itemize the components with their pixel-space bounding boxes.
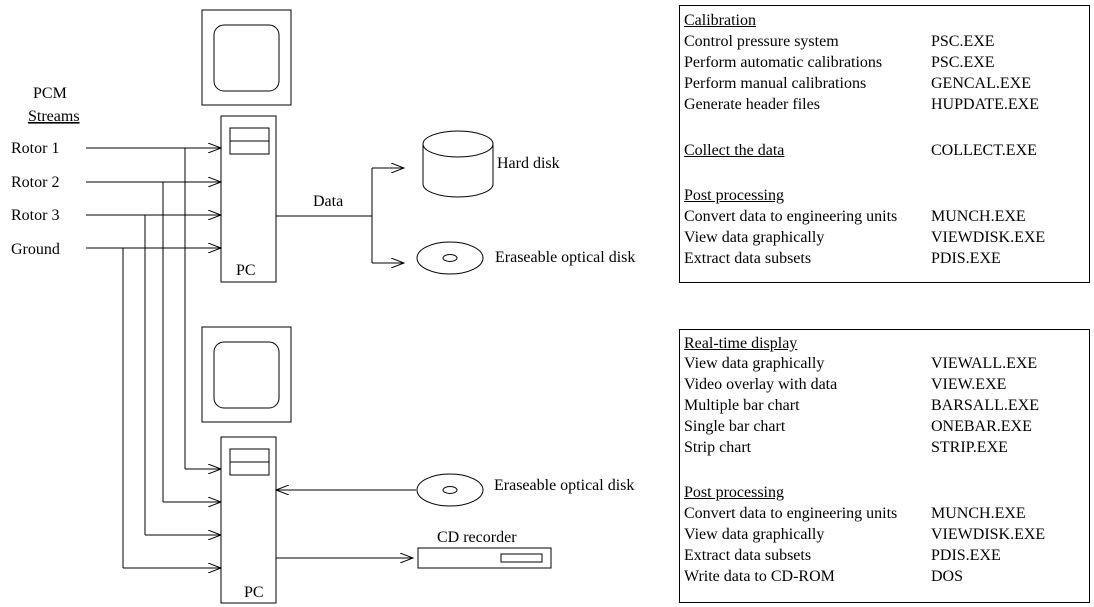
top-optical-disk-icon: [416, 241, 484, 275]
top-pc-label: PC: [236, 262, 256, 279]
task-label: Video overlay with data: [684, 376, 838, 393]
program-row: Perform automatic calibrations PSC.EXE: [684, 53, 1084, 73]
program-row: Convert data to engineering units MUNCH.…: [684, 504, 1084, 524]
program-name: DOS: [931, 568, 964, 585]
program-row: Single bar chart ONEBAR.EXE: [684, 417, 1084, 437]
task-label: Generate header files: [684, 96, 820, 113]
task-label: View data graphically: [684, 526, 825, 543]
section-header-collect: Collect the data: [684, 142, 785, 159]
bottom-pc-tower-icon: [220, 436, 277, 604]
bottom-pc-label: PC: [244, 584, 264, 601]
program-row: Generate header files HUPDATE.EXE: [684, 95, 1084, 115]
bottom-program-box: Real-time display View data graphically …: [679, 329, 1090, 603]
program-name: VIEWALL.EXE: [931, 355, 1038, 372]
program-name: STRIP.EXE: [931, 439, 1008, 456]
program-row: View data graphically VIEWALL.EXE: [684, 354, 1084, 374]
section-header-real-time-display: Real-time display: [684, 335, 798, 352]
program-row: Control pressure system PSC.EXE: [684, 32, 1084, 52]
stream-arrows-bottom: [122, 148, 221, 568]
top-monitor-icon: [201, 9, 292, 106]
bottom-optical-disk-label: Eraseable optical disk: [494, 477, 634, 494]
program-name: VIEWDISK.EXE: [931, 526, 1046, 543]
task-label: Write data to CD-ROM: [684, 568, 835, 585]
top-program-box: Calibration Control pressure system PSC.…: [679, 5, 1090, 283]
streams-label: Streams: [28, 108, 80, 125]
program-name: MUNCH.EXE: [931, 505, 1026, 522]
stream-label-rotor-1: Rotor 1: [11, 140, 59, 157]
calibration-header-row: Calibration: [684, 11, 1084, 31]
hard-disk-icon: [422, 130, 494, 198]
program-row: View data graphically VIEWDISK.EXE: [684, 228, 1084, 248]
program-row: View data graphically VIEWDISK.EXE: [684, 525, 1084, 545]
program-row: Write data to CD-ROM DOS: [684, 567, 1084, 587]
stream-label-ground: Ground: [11, 241, 60, 258]
task-label: Perform automatic calibrations: [684, 54, 883, 71]
program-name: GENCAL.EXE: [931, 75, 1031, 92]
program-row: Video overlay with data VIEW.EXE: [684, 375, 1084, 395]
program-name: PSC.EXE: [931, 33, 995, 50]
program-row: Perform manual calibrations GENCAL.EXE: [684, 74, 1084, 94]
section-header-program: COLLECT.EXE: [931, 142, 1037, 159]
data-output-arrows: [276, 168, 404, 263]
task-label: View data graphically: [684, 229, 825, 246]
cd-recorder-label: CD recorder: [437, 529, 517, 546]
task-label: Perform manual calibrations: [684, 75, 867, 92]
pcm-label: PCM: [33, 85, 67, 102]
program-name: VIEW.EXE: [931, 376, 1007, 393]
program-row: Multiple bar chart BARSALL.EXE: [684, 396, 1084, 416]
stream-label-rotor-2: Rotor 2: [11, 174, 59, 191]
hard-disk-label: Hard disk: [497, 155, 560, 172]
program-row: Convert data to engineering units MUNCH.…: [684, 207, 1084, 227]
task-label: Control pressure system: [684, 33, 839, 50]
program-name: VIEWDISK.EXE: [931, 229, 1046, 246]
program-row: Extract data subsets PDIS.EXE: [684, 249, 1084, 269]
task-label: View data graphically: [684, 355, 825, 372]
task-label: Convert data to engineering units: [684, 208, 898, 225]
top-pc-tower-icon: [220, 115, 277, 283]
stream-arrows-top: [86, 148, 221, 248]
real-time-header-row: Real-time display: [684, 334, 1084, 354]
post-processing-header-row: Post processing: [684, 186, 1084, 206]
data-label: Data: [313, 193, 343, 210]
program-name: PDIS.EXE: [931, 547, 1001, 564]
task-label: Single bar chart: [684, 418, 786, 435]
task-label: Convert data to engineering units: [684, 505, 898, 522]
cd-recorder-icon: [417, 547, 552, 569]
program-row: Extract data subsets PDIS.EXE: [684, 546, 1084, 566]
section-header-post-processing: Post processing: [684, 187, 784, 204]
task-label: Extract data subsets: [684, 250, 812, 267]
program-name: HUPDATE.EXE: [931, 96, 1039, 113]
bottom-monitor-icon: [201, 326, 292, 423]
stream-label-rotor-3: Rotor 3: [11, 207, 59, 224]
task-label: Strip chart: [684, 439, 752, 456]
post-processing-header-row: Post processing: [684, 483, 1084, 503]
program-name: MUNCH.EXE: [931, 208, 1026, 225]
program-row: Strip chart STRIP.EXE: [684, 438, 1084, 458]
task-label: Multiple bar chart: [684, 397, 800, 414]
program-name: BARSALL.EXE: [931, 397, 1039, 414]
section-header-calibration: Calibration: [684, 12, 756, 29]
task-label: Extract data subsets: [684, 547, 812, 564]
bottom-optical-disk-icon: [416, 473, 484, 507]
top-optical-disk-label: Eraseable optical disk: [495, 249, 635, 266]
section-header-post-processing: Post processing: [684, 484, 784, 501]
program-name: ONEBAR.EXE: [931, 418, 1032, 435]
program-name: PSC.EXE: [931, 54, 995, 71]
collect-header-row: Collect the data COLLECT.EXE: [684, 141, 1084, 161]
program-name: PDIS.EXE: [931, 250, 1001, 267]
